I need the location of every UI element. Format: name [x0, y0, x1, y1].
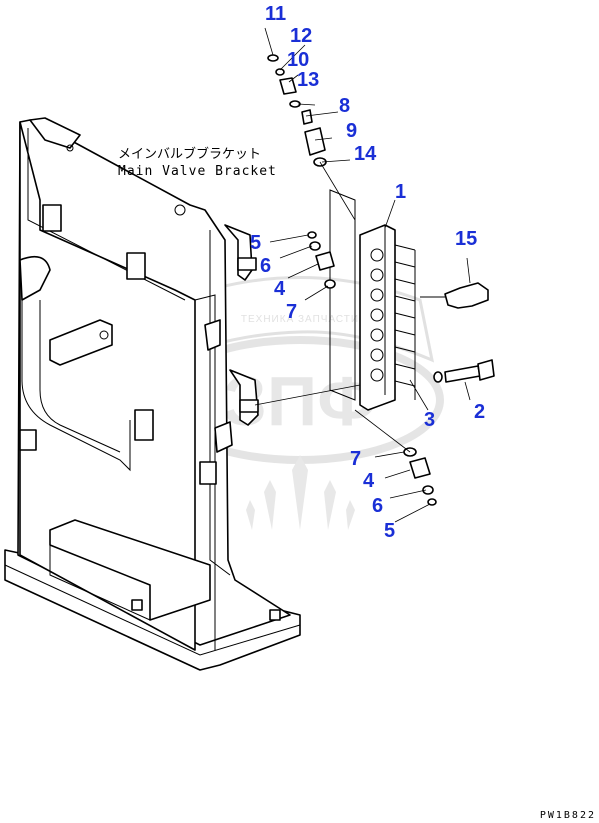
- callout-12: 12: [290, 25, 312, 47]
- callout-14: 14: [354, 143, 377, 165]
- pressure-sensor: [420, 282, 489, 309]
- title-en: Main Valve Bracket: [118, 164, 277, 179]
- callout-15: 15: [455, 228, 477, 250]
- mounting-bracket-upper: [224, 224, 257, 281]
- callout-5-upper: 5: [250, 232, 261, 254]
- callout-7-lower: 7: [350, 448, 361, 470]
- callout-8: 8: [339, 95, 350, 117]
- callout-3: 3: [424, 409, 435, 431]
- callout-4-lower: 4: [363, 470, 375, 492]
- callout-13: 13: [297, 69, 319, 91]
- callout-1: 1: [395, 181, 406, 203]
- callout-9: 9: [346, 120, 357, 142]
- watermark-caption: ТЕХНИКА ЗАПЧАСТИ: [241, 314, 359, 325]
- callout-4-upper: 4: [274, 278, 286, 300]
- callout-6-upper: 6: [260, 255, 271, 277]
- callout-11: 11: [265, 3, 286, 25]
- main-valve-bracket: [4, 117, 301, 671]
- callout-5-lower: 5: [384, 520, 395, 542]
- fittings: [267, 54, 437, 506]
- leader-lines: [254, 27, 471, 523]
- drawing-code: PW1B822: [540, 810, 596, 821]
- callout-7-upper: 7: [286, 301, 297, 323]
- valve-block: [329, 189, 416, 411]
- callout-10: 10: [287, 49, 309, 71]
- bolt: [433, 359, 495, 383]
- callout-2: 2: [474, 401, 485, 423]
- callout-6-lower: 6: [372, 495, 383, 517]
- title-jp: メインバルブブラケット: [118, 146, 261, 162]
- mounting-bracket-lower: [229, 369, 259, 426]
